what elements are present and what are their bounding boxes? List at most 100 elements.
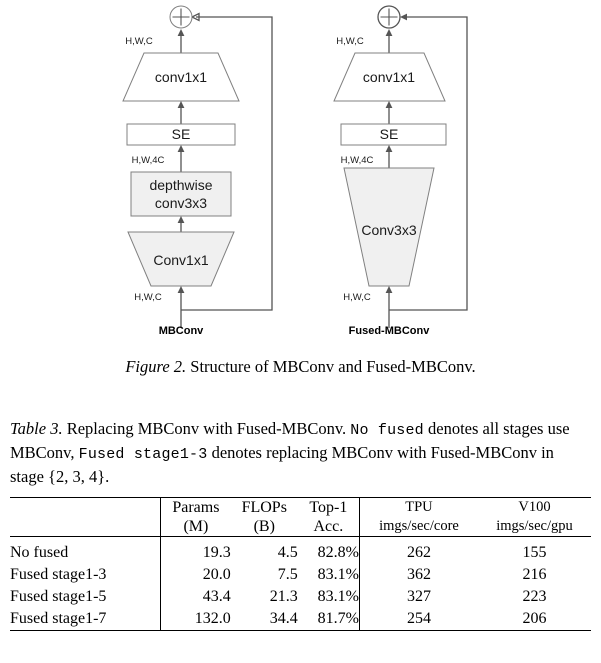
row-3-params: 132.0 — [159, 608, 231, 631]
row-3-v100: 206 — [522, 610, 547, 627]
header-params-line2: (M) — [183, 518, 209, 535]
row-1-tpu: 362 — [358, 564, 478, 586]
bottom-rule-seg-name — [10, 630, 161, 636]
rule-seg-params — [159, 536, 231, 542]
row-0-params: 19.3 — [159, 542, 231, 564]
header-top1-line1: Top-1 — [309, 499, 348, 516]
mbconv-tensor-label-top: H,W,C — [125, 36, 153, 47]
row-3-top1: 81.7% — [317, 610, 359, 627]
mbconv-block-se-label: SE — [172, 126, 191, 142]
fused-arrowhead-to-add — [385, 29, 393, 36]
mbconv-residual-arrowhead — [190, 12, 200, 22]
diagram-fused-mbconv-name: Fused-MBConv — [349, 325, 431, 337]
row-2-tpu: 327 — [358, 586, 478, 608]
diagram-fused-mbconv: conv1x1 H,W,C SE H,W,4C Conv3x3 H,W,C Fu… — [333, 5, 468, 337]
header-tpu-line1: TPU — [405, 499, 433, 515]
bottom-rule-seg-top1 — [297, 630, 360, 636]
row-1-params: 20.0 — [159, 564, 231, 586]
rule-seg-flops — [230, 536, 298, 542]
table-body: No fused 19.3 4.5 82.8% 262 155 Fused st… — [10, 536, 591, 636]
results-table: Params (M) FLOPs (B) Top-1 Acc. TPU imgs… — [10, 497, 591, 636]
header-name — [10, 497, 161, 537]
row-1-top1: 83.1% — [317, 566, 359, 583]
row-1-v100: 216 — [522, 566, 547, 583]
table-header-row: Params (M) FLOPs (B) Top-1 Acc. TPU imgs… — [10, 497, 591, 537]
mbconv-residual-connection — [181, 16, 273, 311]
mbconv-arrowhead-se-to-conv1x1top — [177, 101, 185, 108]
row-0-v100: 155 — [522, 544, 547, 561]
fused-tensor-label-bottom: H,W,C — [343, 292, 371, 303]
fused-block-conv1x1-top-label: conv1x1 — [363, 69, 415, 85]
fused-tensor-label-top: H,W,C — [336, 36, 364, 47]
header-tpu-line2: imgs/sec/core — [379, 518, 459, 534]
table-caption-prefix: Table 3. — [10, 419, 63, 438]
bottom-rule-seg-flops — [230, 630, 298, 636]
table-head: Params (M) FLOPs (B) Top-1 Acc. TPU imgs… — [10, 497, 591, 537]
row-2-v100: 223 — [522, 588, 547, 605]
diagram-mbconv: conv1x1 H,W,C SE H,W,4C depthwise conv3x… — [122, 5, 273, 337]
table-row: Fused stage1-5 43.4 21.3 83.1% 327 223 — [10, 586, 591, 608]
mbconv-arrowhead-to-add — [177, 29, 185, 36]
row-2-params: 43.4 — [159, 586, 231, 608]
table-row: Fused stage1-3 20.0 7.5 83.1% 362 216 — [10, 564, 591, 586]
row-3-name: Fused stage1-7 — [10, 610, 107, 627]
mbconv-arrowhead-dw-to-se — [177, 145, 185, 152]
fused-block-se — [340, 123, 447, 146]
header-v100: V100 imgs/sec/gpu — [477, 497, 591, 537]
fused-block-conv3x3 — [343, 167, 435, 287]
mbconv-tensor-label-mid: H,W,4C — [132, 155, 165, 166]
table-caption: Table 3. Replacing MBConv with Fused-MBC… — [10, 418, 591, 488]
mbconv-arrowhead-input — [177, 286, 185, 293]
fused-residual-arrowhead — [400, 13, 407, 21]
table-caption-part1: Replacing MBConv with Fused-MBConv. — [62, 419, 351, 438]
fused-block-se-label: SE — [380, 126, 399, 142]
mbconv-arrowhead-conv1x1bot-to-dw — [177, 216, 185, 223]
header-top1-line2: Acc. — [313, 518, 344, 535]
rule-seg-name — [10, 536, 161, 542]
bottom-rule-seg-v100 — [477, 630, 591, 636]
header-flops: FLOPs (B) — [230, 497, 298, 537]
row-1-flops: 7.5 — [277, 566, 298, 583]
fused-block-conv1x1-top — [333, 52, 446, 102]
mbconv-block-conv1x1-top — [122, 52, 240, 102]
table-caption-part3: denotes replacing MBConv with Fused-MBCo… — [10, 443, 554, 486]
row-2-name: Fused stage1-5 — [10, 588, 107, 605]
row-2-top1: 83.1% — [317, 588, 359, 605]
figure-caption: Figure 2. Structure of MBConv and Fused-… — [0, 356, 601, 378]
mbconv-block-depthwise-label: depthwise — [149, 177, 212, 193]
header-params-line1: Params — [172, 499, 220, 516]
table-bottom-rule-row — [10, 630, 591, 636]
table-caption-mono-fused-stage: Fused stage1-3 — [78, 446, 208, 463]
row-0-tpu: 262 — [358, 542, 478, 564]
header-tpu: TPU imgs/sec/core — [358, 497, 478, 537]
table-caption-mono-no-fused: No fused — [350, 422, 424, 439]
row-0-flops: 4.5 — [277, 544, 298, 561]
row-3-flops: 34.4 — [269, 610, 298, 627]
row-3-tpu: 254 — [358, 608, 478, 631]
fused-arrowhead-se-to-conv1x1 — [385, 101, 393, 108]
figure-caption-prefix: Figure 2. — [125, 357, 187, 376]
header-top1: Top-1 Acc. — [297, 497, 360, 537]
diagram-mbconv-name: MBConv — [159, 325, 204, 337]
row-0-name: No fused — [10, 544, 69, 561]
row-1-name: Fused stage1-3 — [10, 566, 107, 583]
row-0-top1: 82.8% — [317, 544, 359, 561]
figure-2-diagram: conv1x1 H,W,C SE H,W,4C depthwise conv3x… — [122, 5, 468, 337]
header-v100-line1: V100 — [518, 499, 551, 515]
mbconv-tensor-label-bottom: H,W,C — [134, 292, 162, 303]
table-row: No fused 19.3 4.5 82.8% 262 155 — [10, 542, 591, 564]
table-row: Fused stage1-7 132.0 34.4 81.7% 254 206 — [10, 608, 591, 631]
figure-caption-text: Structure of MBConv and Fused-MBConv. — [186, 357, 476, 376]
fused-arrowhead-input — [385, 286, 393, 293]
fused-residual-connection — [389, 16, 468, 311]
figure-2: conv1x1 H,W,C SE H,W,4C depthwise conv3x… — [122, 5, 468, 337]
rule-seg-v100 — [477, 536, 591, 542]
fused-tensor-label-mid: H,W,4C — [341, 155, 374, 166]
rule-seg-top1 — [297, 536, 360, 542]
table-3: Params (M) FLOPs (B) Top-1 Acc. TPU imgs… — [10, 497, 591, 636]
mbconv-block-depthwise-label2: conv3x3 — [155, 195, 207, 211]
mbconv-block-conv1x1-bottom-label: Conv1x1 — [153, 252, 208, 268]
header-params: Params (M) — [159, 497, 231, 537]
mbconv-block-conv1x1-bottom — [127, 231, 235, 287]
table-rule-row — [10, 536, 591, 542]
